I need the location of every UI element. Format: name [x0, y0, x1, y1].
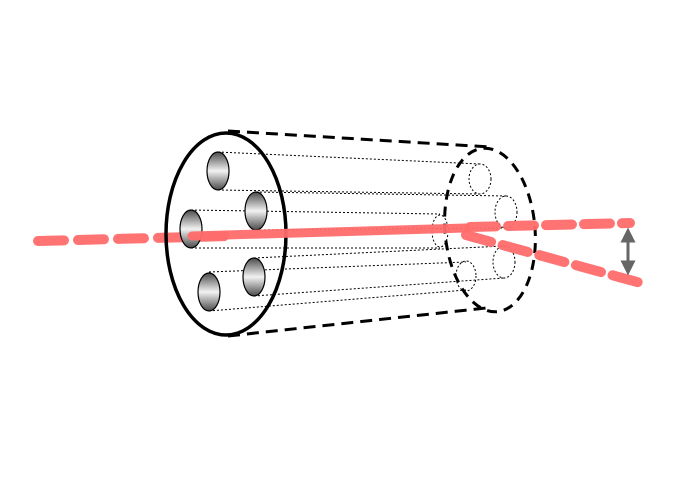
cylinder-bottom-edge: [227, 306, 487, 338]
rod-caps: [179, 151, 268, 312]
rod-channel-2: [255, 191, 507, 197]
rod-channel-4-end: [492, 245, 516, 279]
rod-channel-1-end: [468, 163, 492, 195]
undeflected-beam-line: [465, 218, 635, 232]
rod-cap-1: [206, 151, 230, 191]
beam-through-bundle: [187, 223, 471, 241]
rod-channel-5-end: [455, 260, 477, 292]
rod-channel-4: [253, 245, 505, 259]
transmitted-beam: [187, 218, 653, 290]
rod-cap-2: [244, 191, 268, 231]
deflected-beam-line: [461, 230, 653, 290]
rod-channel-1: [217, 151, 481, 165]
cylinder-top-edge: [227, 129, 491, 149]
rod-channel-5b: [208, 289, 467, 312]
rod-channel-4b: [253, 277, 505, 297]
rod-channel-5: [208, 261, 467, 273]
rod-cap-5: [197, 272, 221, 312]
rod-cap-3: [179, 209, 203, 249]
rod-cap-4: [242, 257, 266, 297]
rod-channel-3: [190, 209, 441, 215]
